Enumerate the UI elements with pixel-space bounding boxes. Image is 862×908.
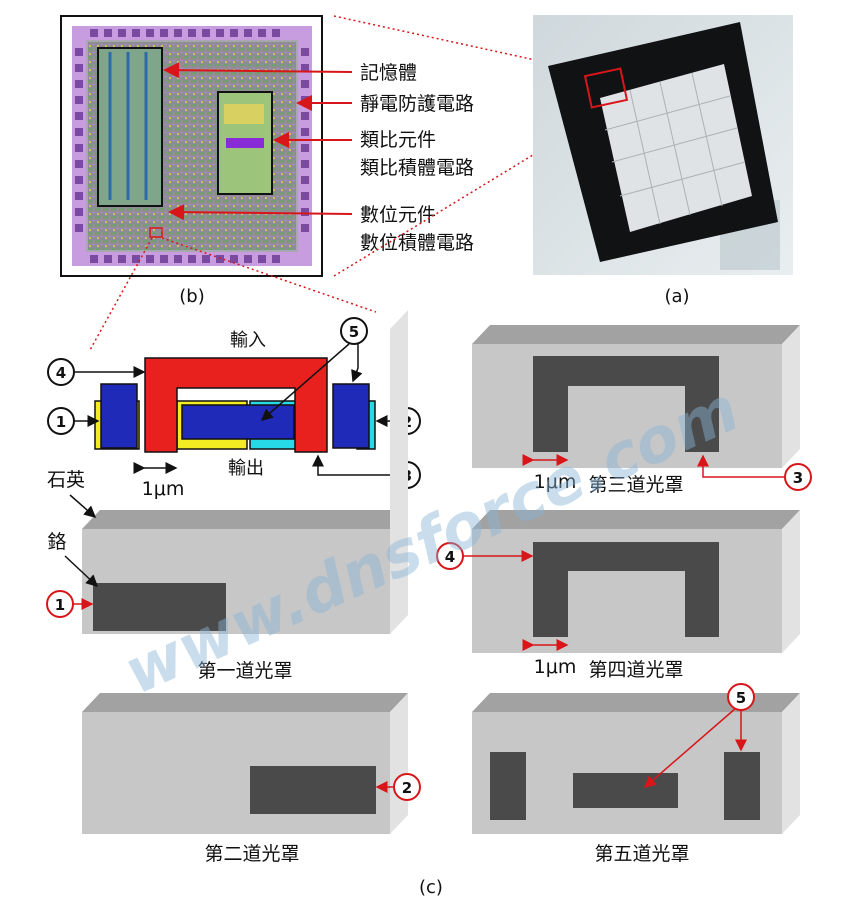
mask-5-title: 第五道光罩 (594, 843, 689, 865)
label-digital-device: 數位元件 (360, 204, 436, 226)
layout-labels: 輸入 輸出 1μm (142, 330, 266, 500)
transistor-layout (94, 357, 376, 474)
mask-callout-2: 2 (402, 779, 412, 797)
chrome-label: 鉻 (47, 531, 66, 553)
photomask-photo: (a) (533, 15, 793, 307)
mask-3-scale: 1μm (534, 471, 577, 493)
mask-3-block (472, 325, 800, 468)
mask-callout-3: 3 (793, 469, 803, 487)
label-memory: 記憶體 (360, 62, 417, 84)
scale-label: 1μm (142, 478, 185, 500)
material-pointers (64, 494, 99, 588)
mask-5-block (472, 693, 800, 834)
mask-callout-lines (73, 454, 785, 793)
quartz-label: 石英 (47, 469, 85, 491)
label-analog-device: 類比元件 (360, 129, 436, 151)
callout-1: 1 (56, 413, 66, 431)
mask-4-block (472, 510, 800, 653)
label-analog-ic: 類比積體電路 (360, 157, 474, 179)
mask-3-title: 第三道光罩 (588, 474, 683, 496)
panel-a-caption: (a) (664, 286, 689, 307)
input-label: 輸入 (230, 330, 266, 351)
panel-b-caption: (b) (179, 286, 204, 307)
panel-c-caption: (c) (419, 877, 443, 898)
label-esd-circuit: 靜電防護電路 (360, 93, 474, 115)
mask-1-block (82, 310, 408, 634)
layout-callout-lines (74, 343, 393, 476)
chip-block-labels: 記憶體 靜電防護電路 類比元件 類比積體電路 數位元件 數位積體電路 (360, 62, 474, 254)
zoom-connectors (89, 15, 621, 351)
mask-callouts: 1 2 3 4 5 (46, 463, 812, 801)
callout-4: 4 (56, 364, 66, 382)
mask-4-scale: 1μm (534, 656, 577, 678)
output-label: 輸出 (228, 458, 264, 479)
mask-callout-1: 1 (55, 596, 65, 614)
callout-5: 5 (349, 323, 359, 341)
mask-4-title: 第四道光罩 (588, 659, 683, 681)
mask-callout-5: 5 (736, 689, 746, 707)
mask-2-title: 第二道光罩 (204, 843, 299, 865)
label-digital-ic: 數位積體電路 (360, 232, 474, 254)
chip-layout-panel: (b) (60, 15, 353, 307)
mask-callout-4: 4 (445, 548, 455, 566)
mask-2-block (82, 693, 408, 834)
mask-1-title: 第一道光罩 (197, 660, 292, 682)
